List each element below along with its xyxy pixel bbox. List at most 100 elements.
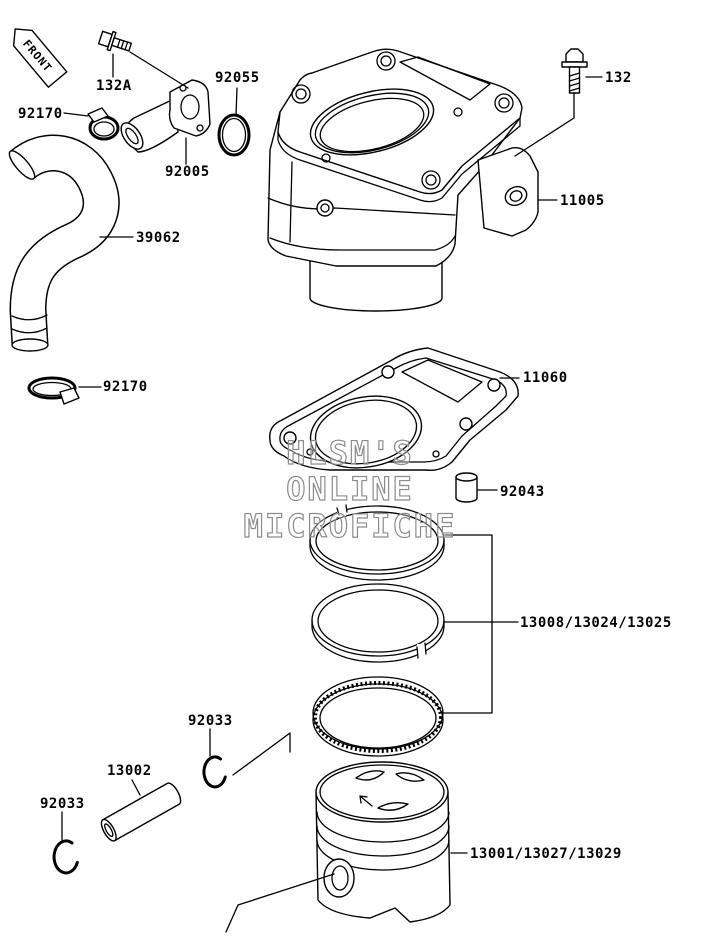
hose-clamp-upper: [87, 107, 120, 141]
piston-ring-top-gap: [337, 503, 346, 516]
cylinder-gasket-bore-ring: [314, 399, 418, 465]
callout-13001: 13001/13027/13029: [470, 846, 622, 862]
water-fitting-port: [180, 94, 200, 120]
piston-ring-second-edge: [311, 619, 445, 663]
piston-ring-oil-expander: [313, 681, 443, 753]
water-hose-bottom-end: [11, 338, 49, 352]
cylinder-stud-boss: [421, 170, 441, 190]
water-fitting-tube-bore: [125, 127, 139, 145]
callout-11005: 11005: [560, 193, 605, 209]
cylinder-water-passage: [453, 107, 463, 117]
callout-11060: 11060: [523, 370, 568, 386]
front-arrow-shape: [12, 28, 68, 88]
piston-ring-second-outer: [311, 583, 445, 657]
watermark-line-2: ONLINE: [286, 470, 414, 508]
leader-13008: [443, 534, 519, 714]
piston-ring-second-gap: [417, 644, 425, 663]
piston-crown-chamfer: [319, 764, 445, 820]
cylinder-body-base-band: [269, 235, 456, 251]
callout-132a: 132A: [96, 78, 132, 94]
leader-13002: [131, 779, 141, 796]
cylinder-stud-hole: [380, 55, 392, 67]
alignment-line-lower: [225, 873, 335, 933]
dowel-pin-top: [455, 472, 478, 482]
leader-92055: [235, 87, 238, 117]
water-fitting: [120, 79, 211, 153]
cylinder-stud-boss: [494, 93, 514, 113]
circlip-lower-ring: [52, 839, 79, 875]
cylinder-gasket-chain-window: [401, 359, 483, 403]
callout-92043: 92043: [500, 484, 545, 500]
circlip-upper: [202, 755, 227, 789]
piston-ring-oil-lower-rail: [312, 683, 444, 757]
piston-ring-oil-upper-rail: [312, 676, 444, 750]
callout-92170-upper: 92170: [18, 106, 63, 122]
bolt-132a: [97, 30, 133, 52]
piston-ring-second-gap-ends: [416, 642, 427, 659]
water-hose-top-end: [8, 150, 36, 180]
watermark: HLSM'S ONLINE MICROFICHE: [243, 433, 457, 545]
hose-clamp-upper-inner: [93, 121, 115, 137]
cylinder-gasket-stud-hole: [283, 431, 297, 445]
cylinder-cam-chain-tunnel: [399, 56, 491, 101]
piston-ring-oil: [312, 676, 444, 757]
water-fitting-flange: [168, 79, 211, 137]
piston-pin-hole: [331, 865, 349, 891]
cylinder-gasket-water-hole: [306, 448, 314, 456]
leader-132: [514, 76, 603, 157]
piston-pin-bore: [104, 823, 114, 838]
callout-labels: 132A 92055 92170 92005 39062 92170 132 1…: [18, 70, 672, 862]
piston-ring-second: [311, 583, 445, 663]
cylinder-skirt: [309, 257, 443, 312]
piston-pin-body: [102, 782, 182, 842]
callout-92055: 92055: [215, 70, 260, 86]
circlip-lower: [52, 839, 79, 875]
cylinder-gasket-water-hole: [432, 450, 440, 458]
cylinder-body-seam: [267, 197, 456, 216]
cylinder-gasket-stud-hole: [487, 378, 501, 392]
cylinder-body-edge: [289, 161, 293, 243]
watermark-line-1: HLSM'S: [286, 434, 414, 472]
water-fitting-bolt-hole: [196, 124, 204, 132]
cylinder-boss-hole: [320, 203, 330, 213]
o-ring: [217, 113, 251, 157]
callout-92005: 92005: [165, 164, 210, 180]
cylinder-stud-hole: [295, 88, 307, 100]
piston-valve-relief: [395, 772, 425, 782]
piston-ring-top-edge: [309, 539, 445, 581]
cylinder-side-port-hole: [504, 185, 528, 207]
piston-valve-relief: [377, 801, 409, 811]
piston-ring-groove: [316, 811, 450, 843]
piston-ring-top-inner: [315, 511, 439, 571]
piston-ring-groove: [316, 825, 450, 857]
piston-pin: [100, 782, 182, 842]
cylinder-deck-thickness: [277, 117, 521, 203]
callout-13008: 13008/13024/13025: [520, 615, 672, 631]
callout-132: 132: [605, 70, 632, 86]
bolt-132: [561, 48, 588, 94]
alignment-line-upper: [232, 732, 291, 776]
bolt-132-flange: [561, 61, 588, 68]
bolt-132a-shank: [111, 37, 133, 52]
piston-pin-boss: [323, 858, 355, 898]
callout-13002: 13002: [107, 763, 152, 779]
watermark-line-3: MICROFICHE: [244, 507, 457, 545]
callout-92170-lower: 92170: [103, 379, 148, 395]
leader-132a: [112, 51, 189, 89]
cylinder-stud-hole: [498, 97, 510, 109]
piston-ring-top-gap-ends: [336, 504, 348, 516]
cylinder-block: [267, 48, 539, 312]
leader-lines: [61, 51, 603, 933]
piston-ring-top: [309, 503, 445, 581]
hose-clamp-lower: [27, 376, 80, 405]
cylinder-gasket-bead: [279, 357, 507, 463]
cylinder-gasket-stud-hole: [381, 365, 395, 379]
bolt-132-head: [565, 48, 584, 63]
cylinder-gasket-stud-hole: [459, 417, 473, 431]
piston-ring-oil-inner: [319, 687, 437, 749]
hose-clamp-upper-screw: [87, 107, 109, 123]
callout-92033-lower: 92033: [40, 796, 85, 812]
piston-ring-top-outer: [309, 505, 445, 575]
leader-92170-upper: [63, 112, 89, 117]
